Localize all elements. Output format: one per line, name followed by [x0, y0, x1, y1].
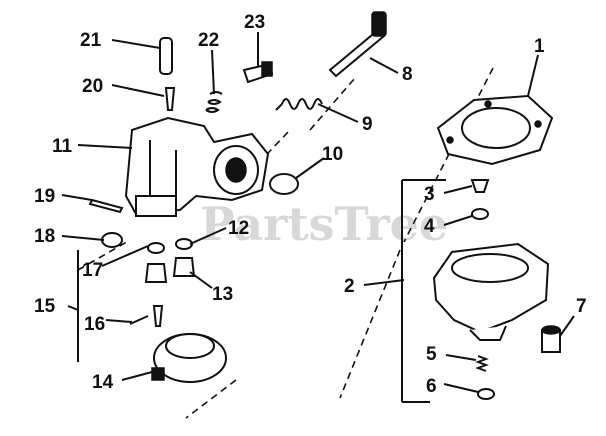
callout-10: 10: [322, 144, 343, 165]
callout-15: 15: [34, 296, 56, 317]
part-14-float: [151, 333, 227, 383]
callout-2: 2: [344, 276, 355, 297]
part-23-needle-screw: [242, 61, 274, 84]
part-22-spring: [205, 91, 223, 113]
callout-13: 13: [212, 284, 233, 305]
callout-12: 12: [228, 218, 249, 239]
callout-3: 3: [424, 184, 435, 205]
part-11-carburetor-body: [124, 116, 270, 217]
part-7-screw: [541, 325, 561, 353]
part-20-screw: [164, 87, 176, 111]
callout-7: 7: [576, 296, 587, 317]
leader-lines: [61, 32, 575, 393]
callout-1: 1: [534, 36, 545, 57]
callout-19: 19: [34, 186, 55, 207]
callout-23: 23: [244, 12, 265, 33]
part-5-spring: [475, 355, 489, 372]
callout-18: 18: [34, 226, 55, 247]
callout-numbers: 1 2 3 4 5 6 7 8 9 10 11 12 13 14 15 16 1…: [34, 12, 587, 397]
part-16-needle: [129, 305, 164, 327]
part-10-disc: [269, 173, 299, 195]
part-13-jets: [144, 257, 196, 283]
part-1-gasket: [436, 94, 554, 166]
part-3-valve: [470, 179, 490, 193]
callout-20: 20: [82, 76, 103, 97]
part-2-float-bowl: [432, 242, 550, 341]
part-19-rod: [88, 198, 124, 214]
part-4-seal: [471, 208, 489, 220]
callout-16: 16: [84, 314, 105, 335]
part-12-gasket: [175, 238, 193, 250]
part-17-gasket: [147, 242, 165, 254]
part-8-lever-shaft: [328, 11, 387, 78]
group-brackets: [77, 179, 446, 403]
callout-17: 17: [82, 260, 103, 281]
watermark: PartsTree: [200, 197, 448, 251]
callout-22: 22: [198, 30, 219, 51]
part-6-washer: [477, 388, 495, 400]
callout-4: 4: [424, 216, 435, 237]
callout-5: 5: [426, 344, 437, 365]
callout-21: 21: [80, 30, 102, 51]
part-9-spring: [275, 98, 323, 111]
callout-8: 8: [402, 64, 413, 85]
callout-14: 14: [92, 372, 114, 393]
part-18-washer: [101, 232, 123, 248]
callout-9: 9: [362, 114, 373, 135]
callout-6: 6: [426, 376, 437, 397]
part-21-pin: [159, 37, 173, 75]
callout-11: 11: [52, 136, 73, 157]
